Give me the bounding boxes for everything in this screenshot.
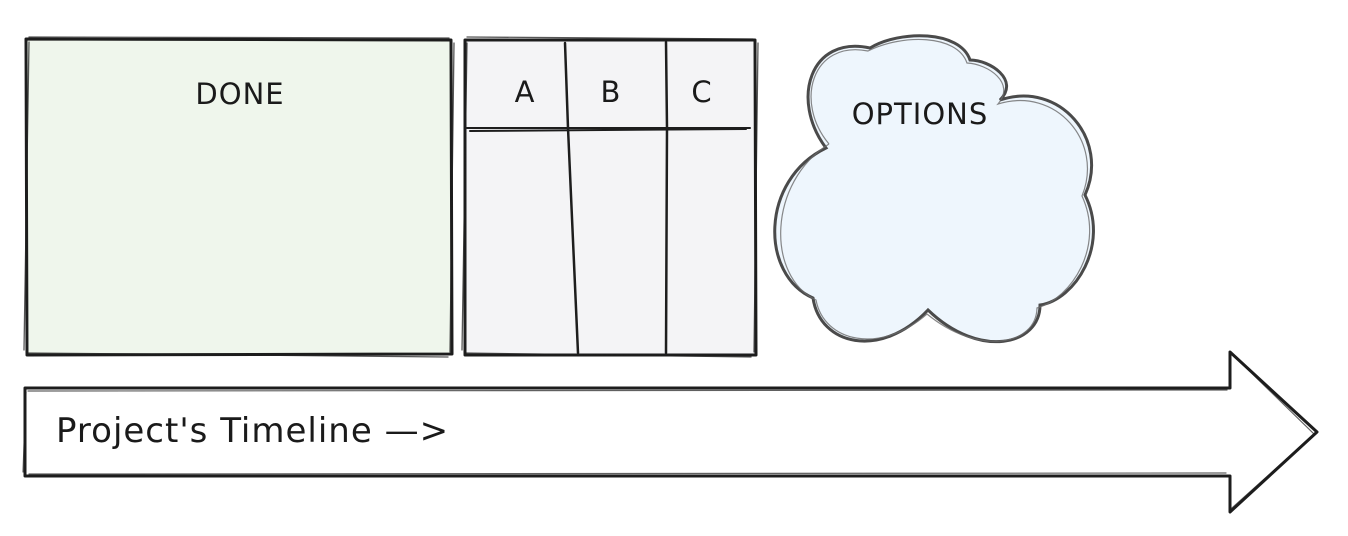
done-box[interactable]: DONE [23,36,455,358]
done-box-fill [27,40,451,354]
done-box-title: DONE [195,77,284,111]
options-cloud-shape [773,34,1095,344]
timeline-arrow-sketch [22,354,1315,509]
abc-table-column-divider-2 [664,40,669,355]
abc-table-fill [465,40,755,354]
abc-table-header-c: C [691,75,712,109]
timeline-arrow-shape [23,350,1319,514]
abc-table-header-a: A [515,75,536,109]
timeline-label: Project's Timeline —> [56,411,449,451]
abc-table[interactable]: A B C [461,36,759,358]
done-box-outline [24,37,454,357]
options-cloud-sketch [780,38,1091,342]
abc-table-outline [463,38,758,357]
abc-table-outline-sketch [461,36,759,358]
timeline-arrow[interactable]: Project's Timeline —> [22,350,1319,514]
abc-table-column-divider-1 [563,41,580,355]
abc-table-header-b: B [601,75,622,109]
done-box-outline-sketch [23,36,455,358]
options-cloud-title: OPTIONS [852,97,989,131]
abc-table-header-divider [466,127,751,132]
options-cloud[interactable]: OPTIONS [773,34,1095,344]
